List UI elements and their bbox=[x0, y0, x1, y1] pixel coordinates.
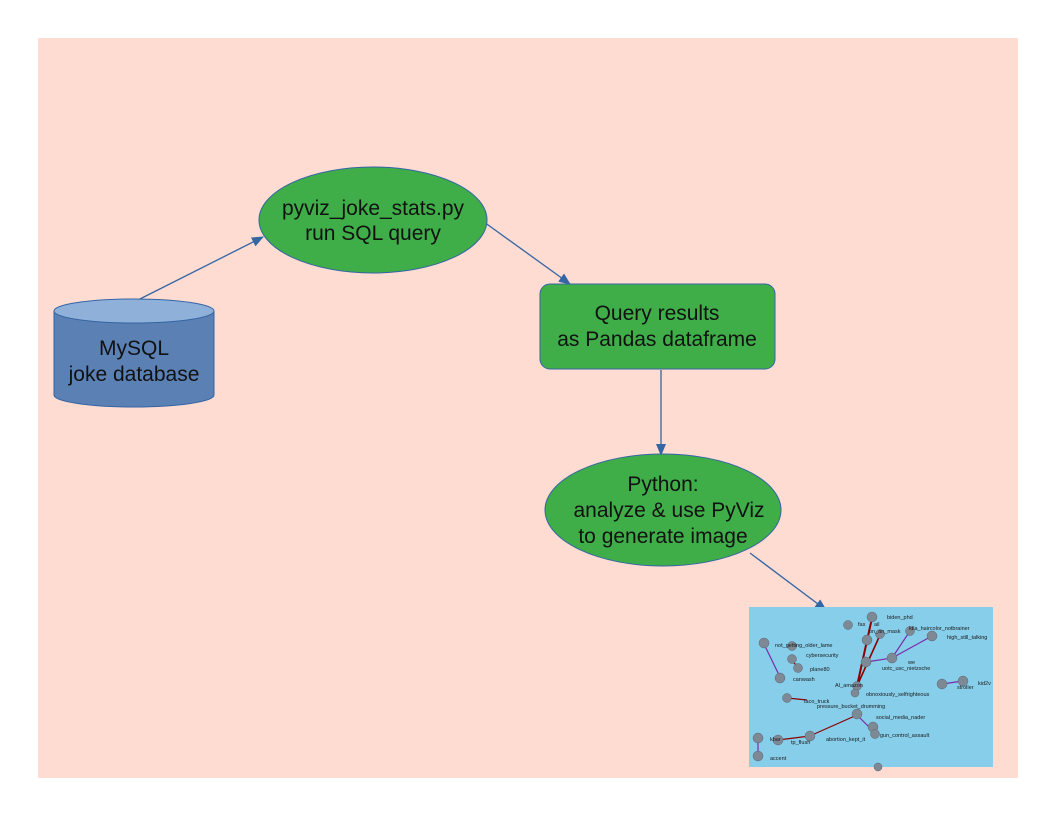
network-edge bbox=[891, 635, 933, 659]
network-graph-background bbox=[749, 607, 993, 767]
network-node bbox=[936, 678, 948, 690]
network-node bbox=[861, 634, 873, 646]
database-cylinder-icon bbox=[53, 310, 215, 408]
script-label-line1: pyviz_joke_stats.py bbox=[282, 197, 465, 220]
network-label: biden_phd bbox=[887, 615, 913, 621]
network-edge bbox=[811, 714, 858, 736]
network-label: on_an_mask bbox=[869, 629, 901, 635]
python-node: Python: analyze & use PyViz to generate … bbox=[544, 453, 782, 567]
network-label: tp_flush bbox=[791, 740, 810, 746]
network-node bbox=[875, 629, 885, 639]
network-node bbox=[873, 762, 883, 772]
network-edge bbox=[777, 735, 811, 741]
network-graph-image: biden_phd fas ail on_an_mask ldla_hairco… bbox=[749, 607, 993, 772]
python-label-line2: analyze & use PyViz bbox=[573, 499, 764, 522]
script-ellipse bbox=[258, 166, 488, 274]
network-label: gun_control_assault bbox=[880, 733, 930, 739]
network-label: ail bbox=[874, 622, 880, 628]
network-node bbox=[782, 693, 792, 703]
network-node bbox=[793, 663, 803, 673]
results-label-line1: Query results bbox=[595, 302, 720, 325]
network-node bbox=[886, 652, 898, 664]
script-label-line2: run SQL query bbox=[305, 222, 441, 245]
network-label: we bbox=[907, 660, 915, 666]
python-label-line3: to generate image bbox=[578, 525, 747, 548]
network-label: ldla_haircolor_notbrainer bbox=[909, 626, 970, 632]
network-label: obnoxiously_selfrighteous bbox=[866, 692, 930, 698]
network-node bbox=[851, 708, 863, 720]
network-node bbox=[905, 626, 915, 636]
network-label: social_media_nader bbox=[876, 715, 925, 721]
network-label: kbar bbox=[770, 737, 781, 743]
python-label-line1: Python: bbox=[627, 473, 698, 496]
network-nodes bbox=[752, 611, 969, 772]
script-node: pyviz_joke_stats.py run SQL query bbox=[258, 166, 488, 274]
network-node bbox=[752, 732, 764, 744]
network-label: fas bbox=[858, 622, 866, 628]
network-label: taco_truck bbox=[804, 699, 830, 705]
network-node bbox=[843, 620, 853, 630]
results-node: Query results as Pandas dataframe bbox=[539, 283, 776, 370]
database-label-line1: MySQL bbox=[99, 337, 169, 360]
network-node bbox=[774, 672, 786, 684]
connector-database-to-script bbox=[127, 236, 264, 306]
network-label: accent bbox=[770, 756, 787, 762]
network-node bbox=[926, 630, 938, 642]
database-node: MySQL joke database bbox=[53, 298, 215, 408]
network-node bbox=[787, 641, 797, 651]
network-labels: biden_phd fas ail on_an_mask ldla_hairco… bbox=[770, 615, 991, 762]
python-ellipse bbox=[544, 453, 782, 567]
network-label: cybersecurity bbox=[806, 653, 839, 659]
network-node bbox=[758, 637, 770, 649]
network-edge bbox=[891, 630, 911, 659]
database-cylinder-top-icon bbox=[53, 298, 215, 324]
network-label: high_still_talking bbox=[947, 635, 987, 641]
database-label-line2: joke database bbox=[68, 363, 200, 386]
network-label: kid2v bbox=[978, 681, 991, 687]
network-node bbox=[752, 750, 764, 762]
connector-python-to-image bbox=[749, 552, 827, 611]
network-label: canwash bbox=[793, 677, 815, 683]
network-node bbox=[850, 688, 860, 698]
results-label-line2: as Pandas dataframe bbox=[557, 328, 757, 351]
network-node bbox=[870, 729, 880, 739]
network-label: pressure_bucket_drumming bbox=[817, 704, 885, 710]
network-label: not_getting_older_lame bbox=[775, 643, 833, 649]
network-node bbox=[866, 611, 878, 623]
network-node bbox=[957, 675, 969, 687]
network-node bbox=[772, 734, 784, 746]
network-label: AI_amazon bbox=[835, 683, 863, 689]
connector-script-to-results bbox=[483, 221, 571, 285]
results-box bbox=[539, 283, 776, 370]
network-label: abortion_kept_it bbox=[826, 737, 866, 743]
network-node bbox=[804, 730, 816, 742]
network-label: plane80 bbox=[810, 667, 830, 673]
network-label: stroller bbox=[957, 685, 974, 691]
network-label: uotc_usc_nietzsche bbox=[882, 666, 930, 672]
network-edge bbox=[763, 643, 781, 678]
network-node bbox=[860, 656, 872, 668]
network-node bbox=[787, 654, 797, 664]
